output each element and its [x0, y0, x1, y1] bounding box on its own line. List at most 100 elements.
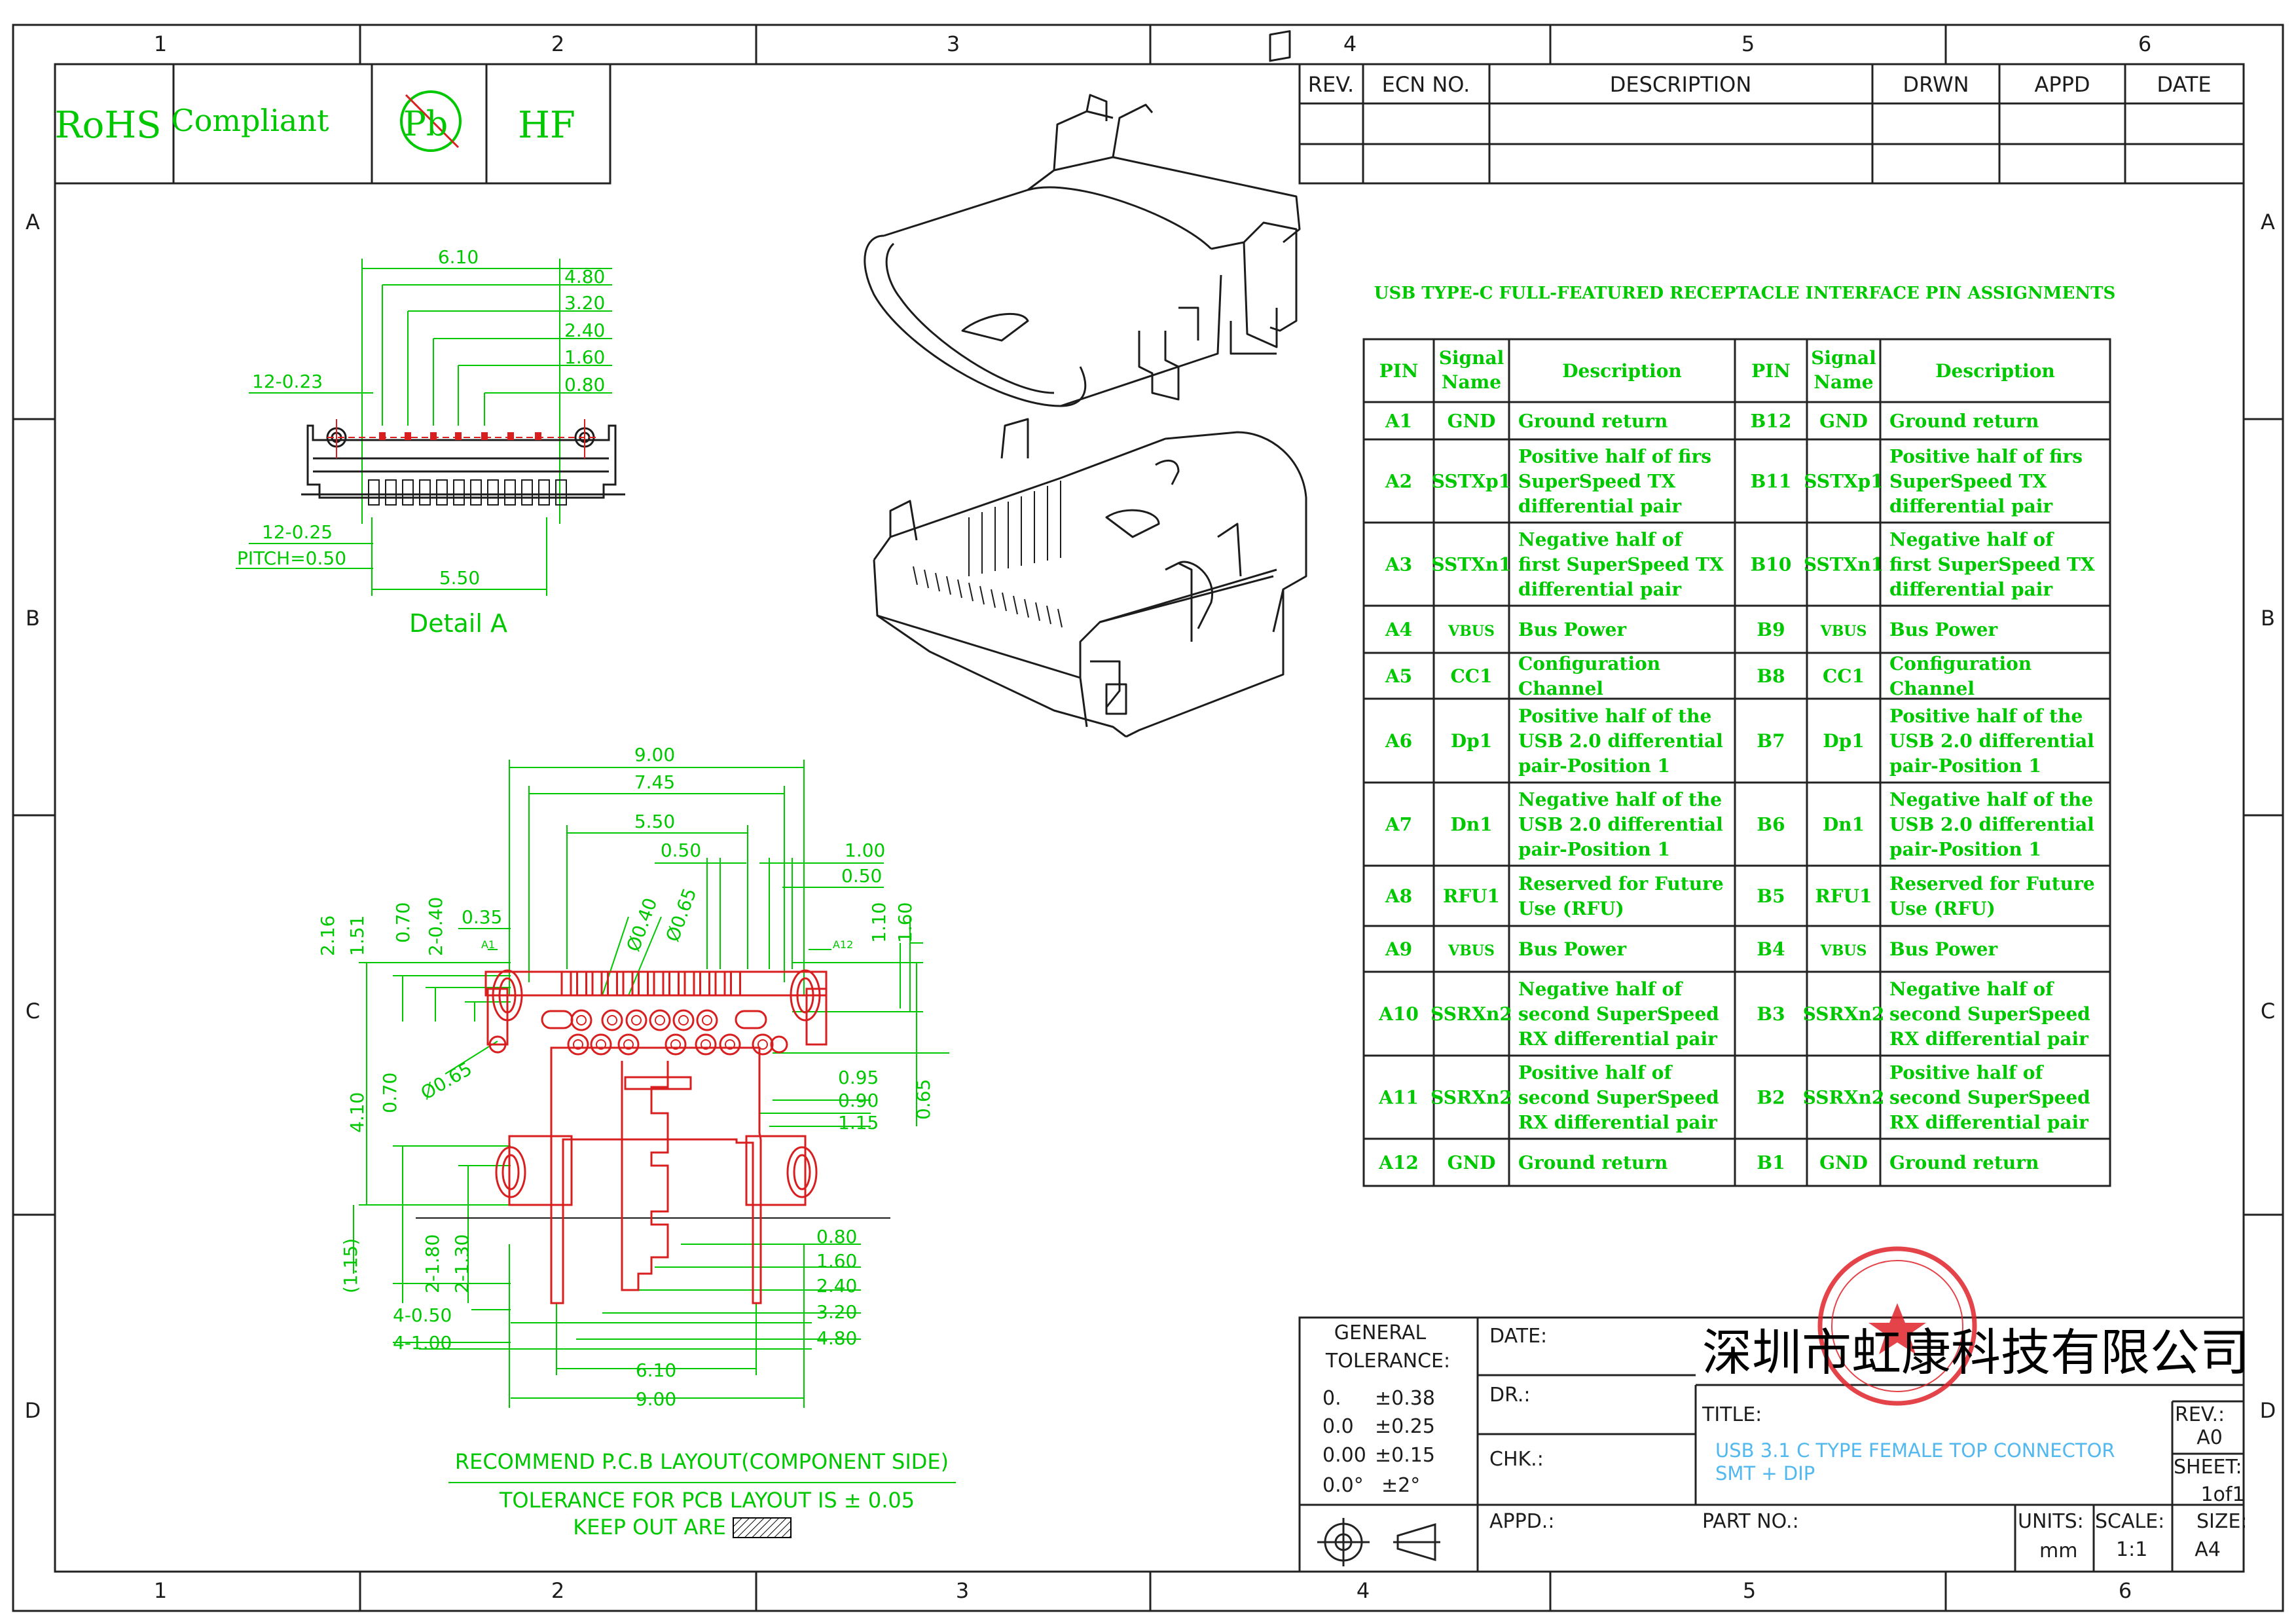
pin-description: Negative half of the — [1518, 789, 1722, 811]
col-label: 6 — [2138, 31, 2151, 56]
pin-id: B4 — [1757, 938, 1785, 960]
dim-pitch: PITCH=0.50 — [237, 547, 346, 569]
signal-name: GND — [1819, 411, 1868, 432]
dip-pad — [617, 1033, 640, 1056]
comb-pin — [935, 572, 940, 592]
comb-pin — [1046, 605, 1051, 625]
col-label: 6 — [2119, 1578, 2132, 1603]
pin-id: B1 — [1757, 1152, 1785, 1173]
header-description: Description — [1562, 360, 1681, 382]
signal-name: CC1 — [1450, 665, 1492, 687]
detail-top-pin — [535, 432, 541, 440]
dip-pad — [665, 1033, 687, 1056]
pin-id: B5 — [1757, 885, 1785, 907]
pin-description: Configuration — [1889, 653, 2032, 674]
comb-pin — [1035, 602, 1040, 621]
pin-description: Negative half of — [1889, 978, 2054, 1000]
pin-id: A4 — [1385, 619, 1412, 640]
tolerance-label: TOLERANCE: — [1325, 1350, 1450, 1373]
pin-id: B11 — [1751, 471, 1792, 492]
pin-description: second SuperSpeed — [1889, 1087, 2090, 1109]
detail-bottom-pin — [521, 479, 533, 506]
pin-description: pair-Position 1 — [1518, 839, 1670, 860]
pin-description: Ground return — [1889, 1152, 2039, 1173]
pin-description: Positive half of firs — [1889, 446, 2083, 468]
comb-pin — [924, 569, 929, 589]
signal-name: VBUS — [1820, 623, 1867, 640]
smt-pad — [560, 970, 572, 997]
comb-pin — [968, 582, 974, 602]
lead-free-icon: Pb — [400, 90, 462, 152]
tol-val: ±2° — [1381, 1474, 1420, 1497]
dim-2-1-30: 2-1.30 — [451, 1234, 473, 1293]
smt-pad — [607, 970, 618, 997]
dim-0-70: 0.70 — [392, 902, 414, 943]
date-header: DATE — [2157, 72, 2211, 97]
smt-pad — [699, 970, 710, 997]
detail-bottom-pins — [368, 479, 567, 506]
row-label: D — [25, 1398, 41, 1423]
pin-description: Reserved for Future — [1889, 873, 2095, 895]
dip-hole — [701, 1039, 711, 1050]
sheet-value: 1of1 — [2200, 1483, 2244, 1506]
size-label: SIZE: — [2196, 1510, 2248, 1533]
detail-bottom-pin — [402, 479, 414, 506]
pin-description: USB 2.0 differential — [1518, 814, 1723, 836]
dip-pad — [649, 1009, 671, 1031]
pin-description: Bus Power — [1518, 619, 1627, 640]
dip-pad — [601, 1009, 623, 1031]
pin-id: A2 — [1385, 471, 1412, 492]
connector-3d-views — [864, 30, 1307, 738]
pin-description: Reserved for Future — [1518, 873, 1724, 895]
description-header: DESCRIPTION — [1610, 72, 1752, 97]
dip-pad — [590, 1033, 612, 1056]
smt-pad — [653, 970, 665, 997]
detail-bottom-pin — [436, 479, 448, 506]
detail-bottom-pin — [555, 479, 567, 506]
signal-name: Dn1 — [1823, 814, 1865, 836]
dim-0-95: 0.95 — [838, 1067, 879, 1088]
comb-pin — [946, 576, 951, 595]
drwn-header: DRWN — [1903, 72, 1969, 97]
pin-description: Positive half of — [1889, 1062, 2044, 1084]
detail-a-drawing: 6.10 4.80 3.20 2.40 1.60 0.80 12-0.23 12… — [236, 246, 625, 638]
pin-description: Bus Power — [1889, 938, 1998, 960]
dim-0-50: 0.50 — [661, 840, 701, 861]
dip-hole — [596, 1039, 606, 1050]
pin-id: B12 — [1751, 411, 1792, 432]
dim-1-15-ref: (1.15) — [340, 1238, 361, 1293]
rohs-label: RoHS — [54, 104, 161, 147]
oval-pad — [735, 1010, 767, 1029]
comb-pin — [957, 579, 962, 599]
dip-pad — [672, 1009, 695, 1031]
connector-pins — [913, 481, 1063, 628]
col-label: 5 — [1743, 1578, 1756, 1603]
pin-id: A8 — [1385, 885, 1412, 907]
dim-2-40: 2.40 — [564, 320, 605, 341]
mounting-slot — [492, 969, 523, 1022]
dip-hole — [631, 1015, 642, 1025]
dip-hole — [757, 1039, 768, 1050]
smt-pad — [591, 970, 603, 997]
pin-description: pair-Position 1 — [1518, 755, 1670, 777]
projection-symbol-icon — [1317, 1518, 1440, 1566]
dip-hole — [576, 1015, 587, 1025]
dim-7-45: 7.45 — [634, 771, 675, 793]
dip-pad — [695, 1033, 717, 1056]
pin-id: A9 — [1385, 938, 1412, 960]
signal-name: VBUS — [1448, 623, 1495, 640]
col-label: 3 — [956, 1578, 969, 1603]
compliance-badges: RoHS Compliant Pb HF — [54, 63, 611, 185]
pin-description: differential pair — [1518, 579, 1682, 600]
company-stamp — [1817, 1246, 1977, 1406]
dim-5-50: 5.50 — [634, 811, 675, 832]
col-label: 4 — [1343, 31, 1357, 56]
pin-description: Negative half of — [1518, 978, 1683, 1000]
signal-name: VBUS — [1448, 942, 1495, 959]
detail-a-title: Detail A — [409, 609, 507, 638]
sheet-frame — [12, 24, 2284, 1612]
signal-name: Dp1 — [1823, 730, 1864, 752]
pin-description: USB 2.0 differential — [1889, 730, 2094, 752]
pin-description: Positive half of firs — [1518, 446, 1711, 468]
